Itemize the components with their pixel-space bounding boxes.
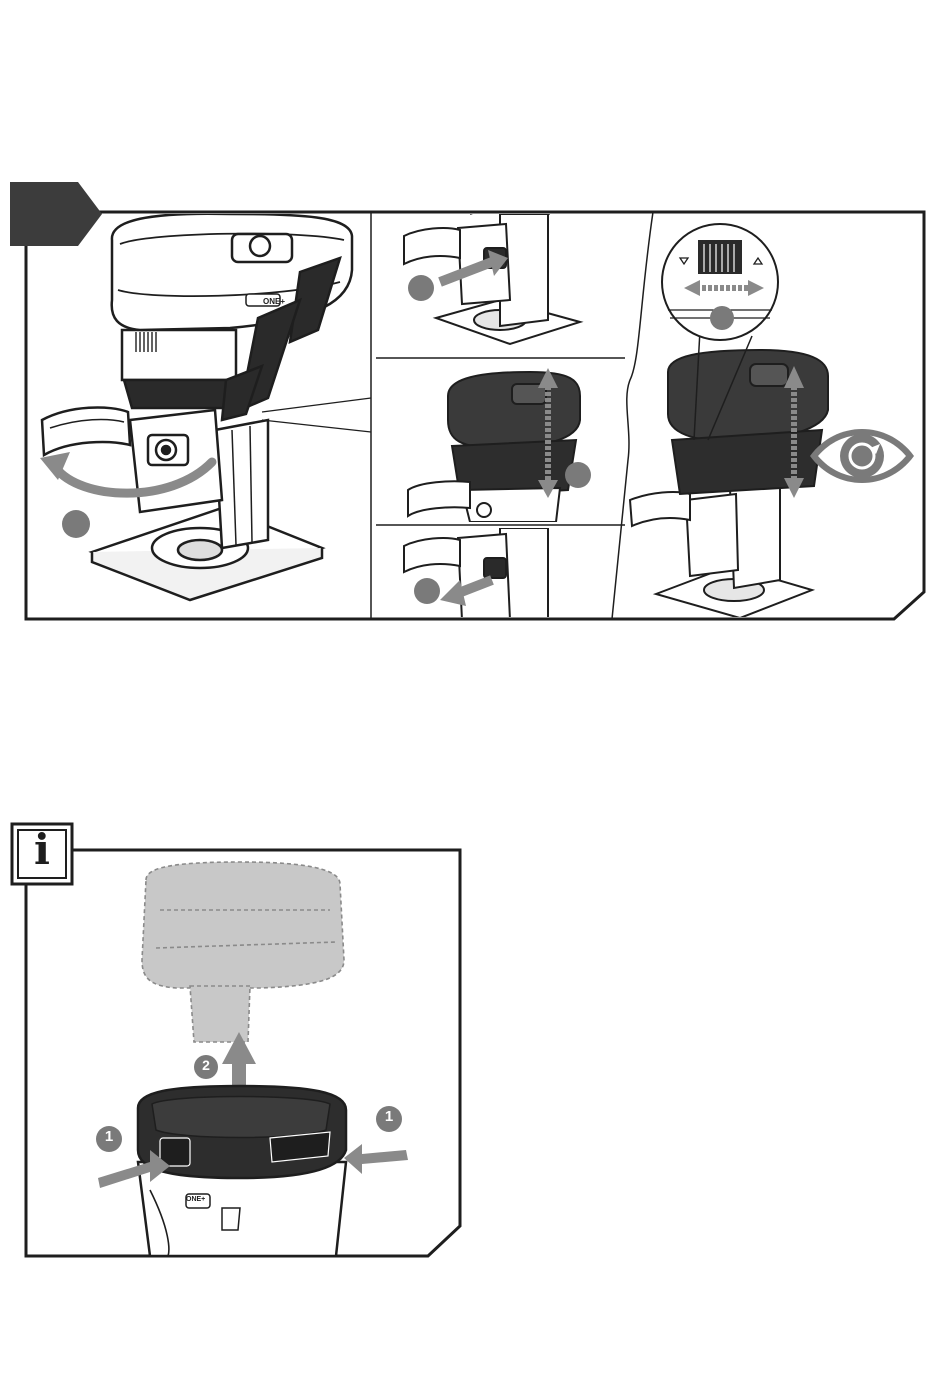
top-figure: ONE+ — [0, 0, 950, 660]
callout-main-lever — [62, 510, 90, 538]
bottom-figure — [0, 810, 480, 1270]
brand-mark-bottom: ONE+ — [186, 1196, 212, 1203]
info-icon-label: i — [12, 820, 72, 880]
top-figure-drawing: ONE+ — [0, 0, 950, 660]
step-tab — [10, 182, 102, 246]
panel-b-illustration — [408, 372, 580, 522]
callout-detail-knob — [710, 306, 734, 330]
bottom-figure-drawing — [0, 810, 480, 1270]
eye-icon — [810, 429, 914, 483]
callout-press-right-label: 1 — [376, 1108, 402, 1125]
callout-panel-a — [408, 275, 434, 301]
panel-c-illustration — [404, 528, 548, 620]
callout-lift-up-label: 2 — [194, 1057, 218, 1073]
callout-press-left-label: 1 — [96, 1128, 122, 1145]
press-arrow-right — [344, 1144, 408, 1174]
callout-panel-c — [414, 578, 440, 604]
brand-mark-main: ONE+ — [263, 297, 285, 306]
battery-ghost — [142, 862, 344, 1042]
callout-panel-b — [565, 462, 591, 488]
panel-a-illustration — [404, 208, 580, 344]
tool-with-battery — [138, 1086, 346, 1256]
